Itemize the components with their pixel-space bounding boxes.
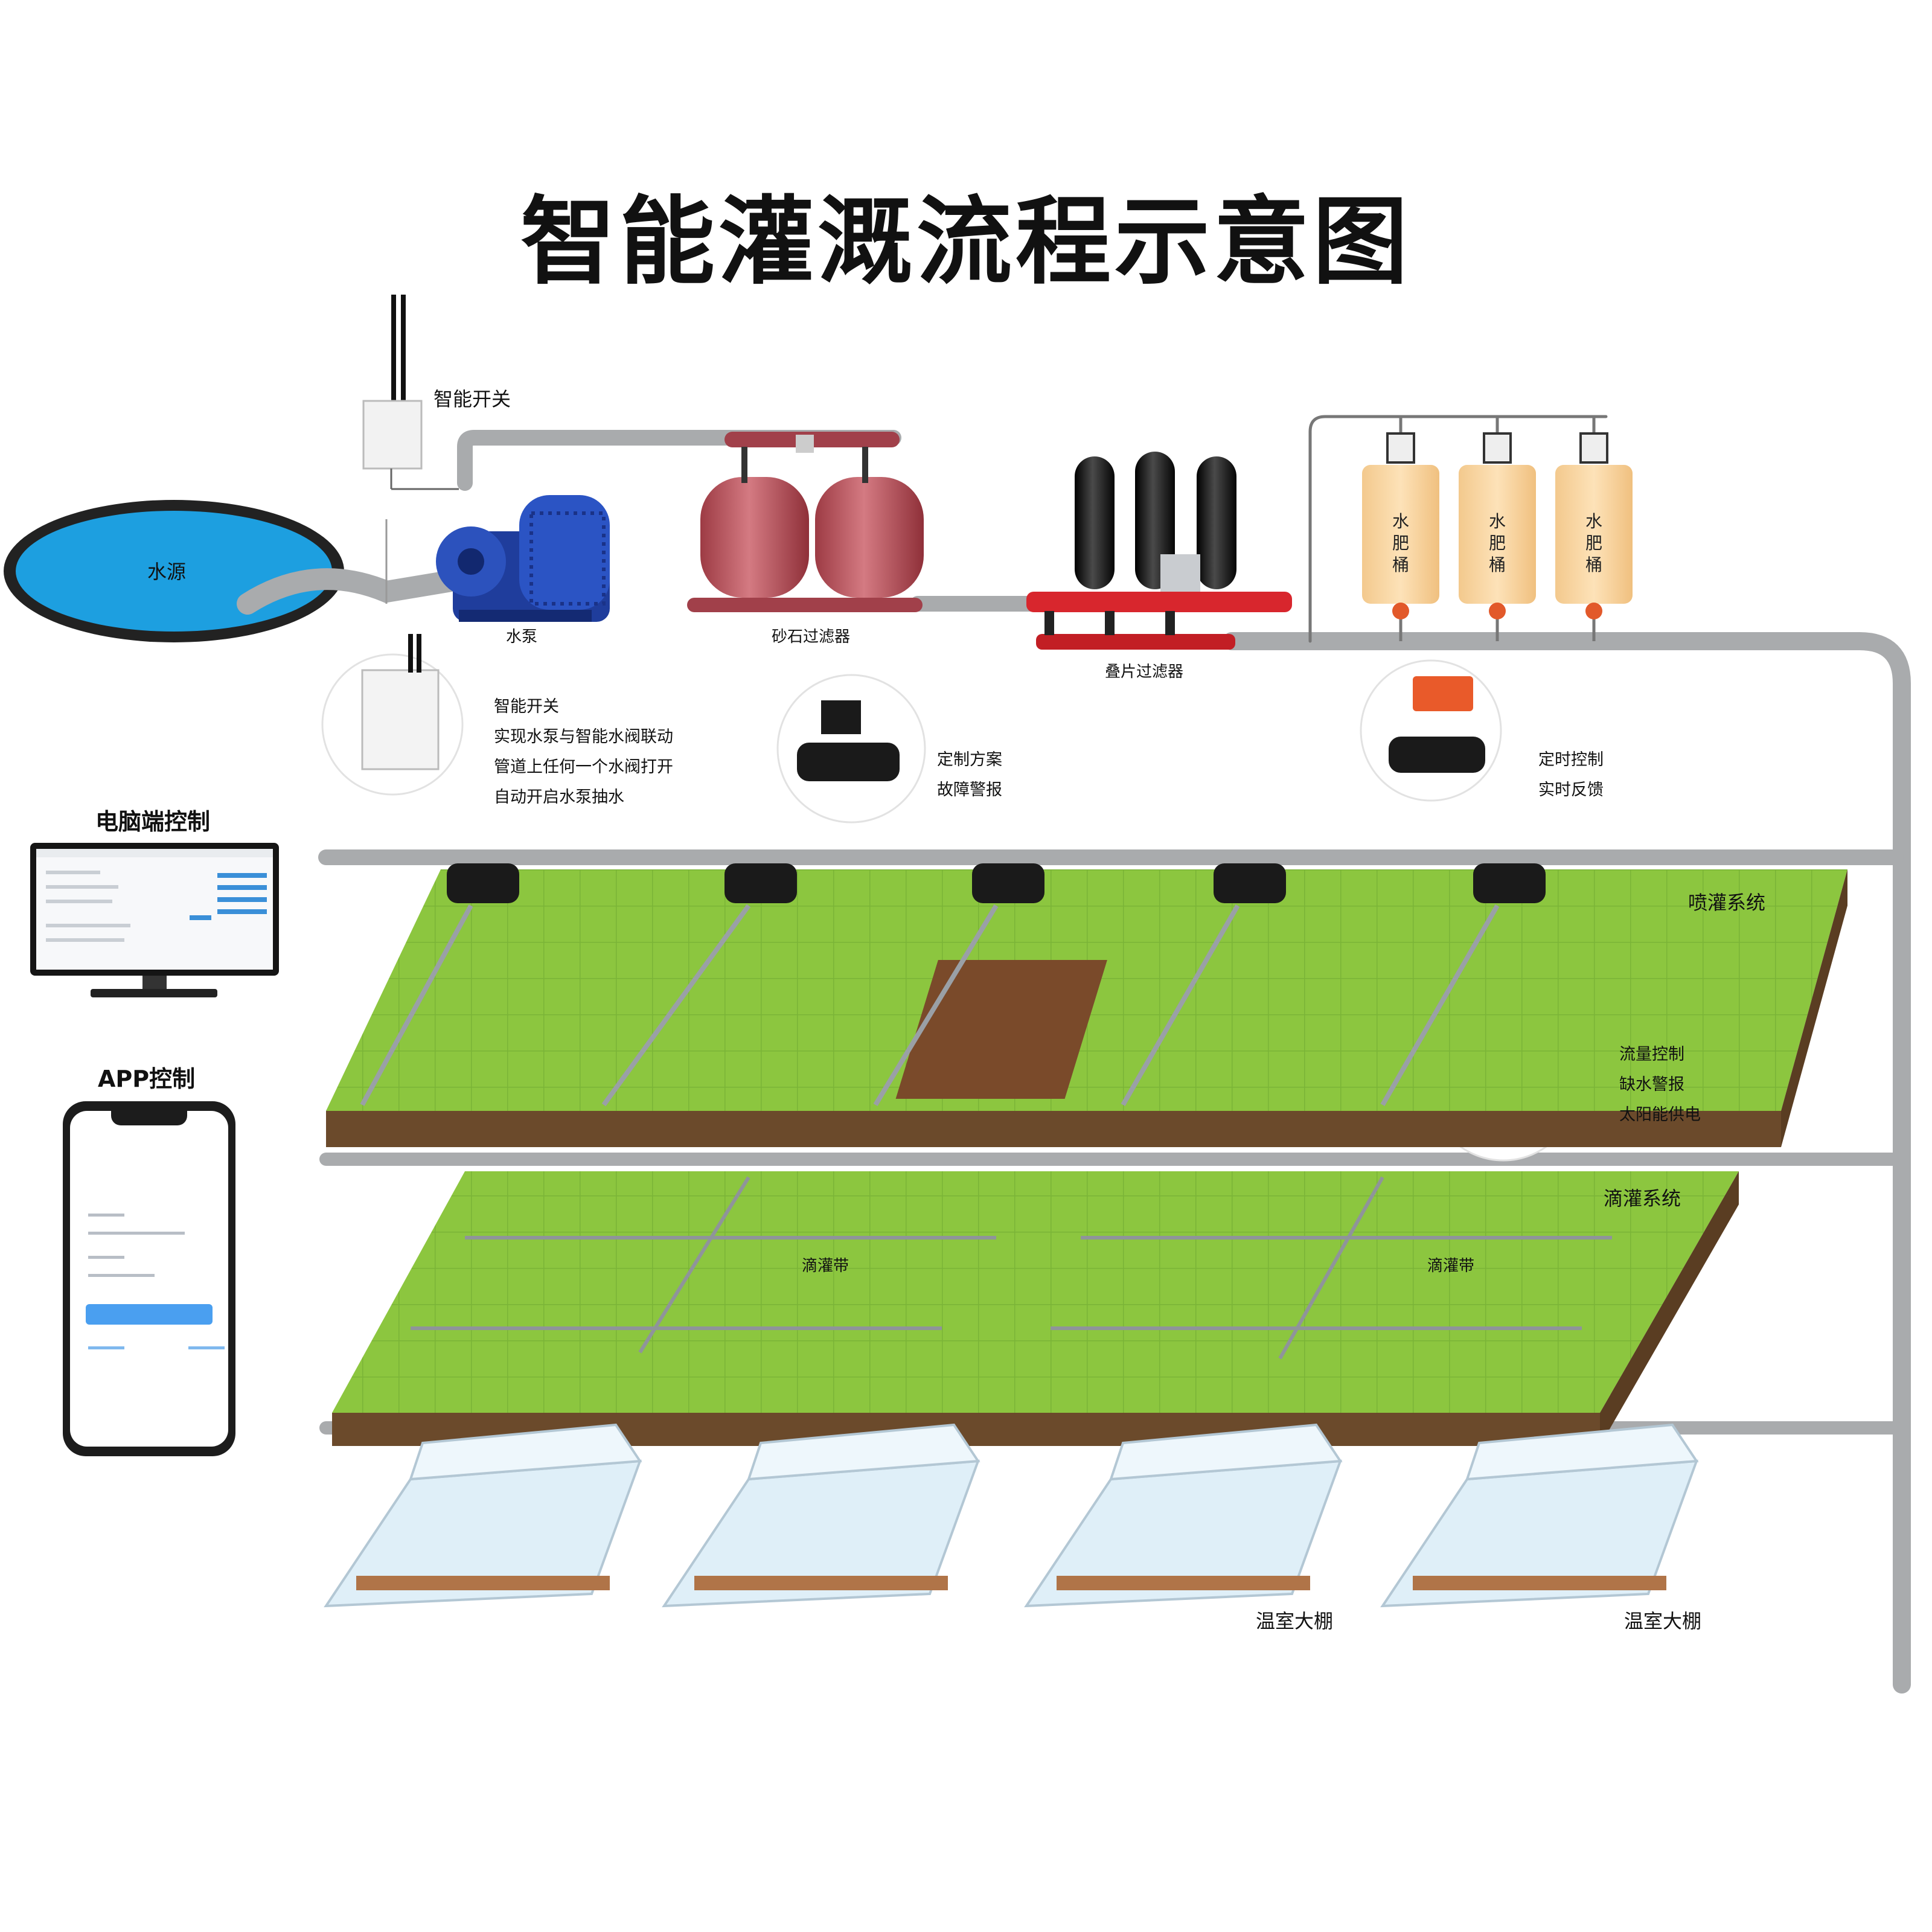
greenhouses [324, 1423, 1699, 1608]
pc-monitor [30, 843, 279, 976]
phone-notch [111, 1110, 187, 1125]
sand-filter [687, 432, 924, 612]
label-water-source: 水源 [147, 560, 187, 583]
disc-filter [1026, 452, 1292, 650]
greenhouse [1380, 1423, 1699, 1608]
callout-timer-valve-line: 定时控制 [1538, 750, 1604, 769]
label-drip-tape-2: 滴灌带 [1427, 1257, 1475, 1275]
phone-screen [70, 1111, 228, 1447]
pc-screen [36, 849, 273, 970]
callout-smart-switch-line: 管道上任何一个水阀打开 [494, 758, 673, 776]
callout-flow-valve-line: 流量控制 [1619, 1045, 1684, 1064]
label-fertilizer-tank-2: 水肥桶 [1488, 511, 1506, 575]
sprinkler-valves [447, 863, 1546, 903]
sprinkler-field [326, 869, 1847, 1147]
callout-timer-valve: 定时控制 实时反馈 [1538, 745, 1604, 805]
phone-screen-button [86, 1304, 213, 1325]
callout-valve-plan-line: 定制方案 [937, 750, 1002, 769]
callout-smart-switch-line: 实现水泵与智能水阀联动 [494, 728, 673, 746]
greenhouse [324, 1423, 642, 1608]
label-fertilizer-tank-3: 水肥桶 [1585, 511, 1602, 575]
label-drip-tape-1: 滴灌带 [802, 1257, 849, 1275]
drip-field [332, 1171, 1739, 1446]
label-disc-filter: 叠片过滤器 [1105, 663, 1184, 681]
water-source [4, 500, 470, 642]
label-sprinkler-system: 喷灌系统 [1688, 891, 1766, 914]
pc-monitor-base [91, 989, 217, 997]
suction-hose [237, 568, 470, 615]
smart-switch-device [362, 295, 459, 604]
label-greenhouse-1: 温室大棚 [1256, 1610, 1334, 1633]
callout-valve-plan-line: 故障警报 [937, 781, 1002, 799]
label-sand-filter: 砂石过滤器 [772, 628, 851, 646]
label-pc-control: 电脑端控制 [95, 808, 211, 835]
callout-flow-valve-line: 太阳能供电 [1619, 1105, 1701, 1124]
label-water-pump: 水泵 [506, 628, 538, 646]
callout-flow-valve: 流量控制 缺水警报 太阳能供电 [1619, 1040, 1701, 1130]
greenhouse [662, 1423, 980, 1608]
mobile-phone [63, 1101, 235, 1456]
label-smart-switch: 智能开关 [433, 388, 511, 411]
label-drip-system: 滴灌系统 [1604, 1187, 1681, 1210]
fertilizer-tanks [1362, 432, 1633, 619]
callout-flow-valve-line: 缺水警报 [1619, 1075, 1684, 1094]
drip-lines [411, 1176, 1612, 1360]
label-greenhouse-2: 温室大棚 [1624, 1610, 1702, 1633]
label-app-control: APP控制 [98, 1066, 196, 1092]
pump-riser-pipe [457, 430, 901, 491]
pc-monitor-stand [142, 976, 167, 990]
page-title: 智能灌溉流程示意图 [520, 187, 1412, 298]
pc-screen-bar [36, 849, 273, 857]
callout-valve-plan: 定制方案 故障警报 [937, 745, 1002, 805]
label-fertilizer-tank-1: 水肥桶 [1392, 511, 1409, 575]
callout-smart-switch: 智能开关 实现水泵与智能水阀联动 管道上任何一个水阀打开 自动开启水泵抽水 [494, 692, 673, 813]
greenhouse [1024, 1423, 1343, 1608]
fertilizer-manifold [1308, 415, 1608, 643]
sprinkler-lines [360, 904, 1500, 1107]
water-pump [436, 495, 610, 622]
callout-timer-valve-line: 实时反馈 [1538, 781, 1604, 799]
callout-smart-switch-line: 智能开关 [494, 697, 559, 716]
callout-smart-switch-line: 自动开启水泵抽水 [494, 788, 624, 807]
supply-header-pipe [1223, 632, 1911, 1694]
